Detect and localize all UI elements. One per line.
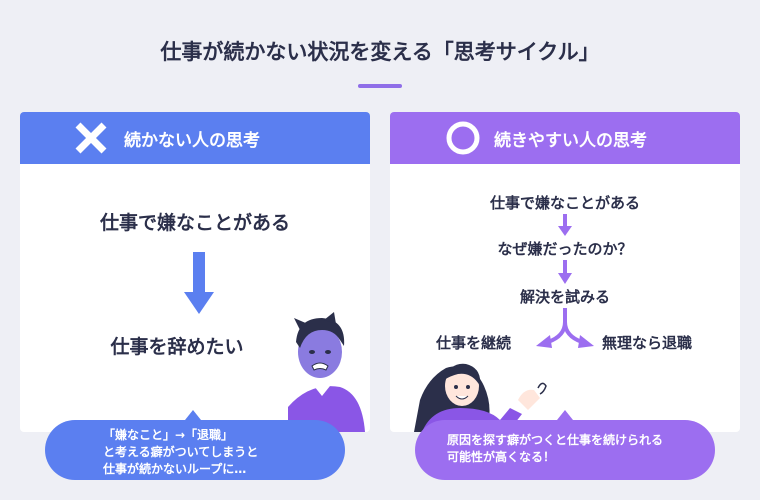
right-bubble-tail: [557, 410, 573, 420]
page-title: 仕事が続かない状況を変える「思考サイクル」: [160, 40, 600, 64]
right-panel-header: 続きやすい人の思考: [390, 112, 740, 164]
left-bubble-line-1: 「嫌なこと」→「退職」: [103, 428, 234, 442]
down-arrow-icon: [184, 252, 214, 314]
left-bubble-tail: [185, 410, 201, 420]
cross-icon: [75, 122, 107, 154]
left-bubble-line-3: 仕事が続かないループに…: [103, 462, 247, 476]
left-speech-bubble: 「嫌なこと」→「退職」 と考える癖がついてしまうと 仕事が続かないループに…: [45, 410, 345, 480]
left-panel-header: 続かない人の思考: [20, 112, 370, 164]
branch-arrow-icon: [536, 308, 594, 348]
stressed-man-illustration: [288, 312, 365, 432]
circle-icon: [446, 121, 480, 155]
left-step-1: 仕事で嫌なことがある: [99, 212, 290, 234]
down-arrow-icon: [558, 260, 572, 284]
right-step-1: 仕事で嫌なことがある: [489, 194, 640, 212]
right-step-2: なぜ嫌だったのか？: [497, 240, 633, 258]
left-step-2: 仕事を辞めたい: [110, 336, 244, 358]
left-header-label: 続かない人の思考: [124, 130, 260, 151]
right-panel: 続きやすい人の思考 仕事で嫌なことがある なぜ嫌だったのか？ 解決を試みる 仕事…: [390, 112, 740, 432]
right-branch-left: 仕事を継続: [436, 334, 512, 352]
left-bubble-line-2: と考える癖がついてしまうと: [103, 445, 259, 459]
right-bubble-line-1: 原因を探す癖がつくと仕事を続けられる: [447, 433, 664, 447]
left-panel: 続かない人の思考 仕事で嫌なことがある 仕事を辞めたい: [20, 112, 370, 432]
right-bubble-line-2: 可能性が高くなる！: [447, 450, 556, 464]
right-branch-right: 無理なら退職: [602, 334, 693, 352]
right-speech-bubble: 原因を探す癖がつくと仕事を続けられる 可能性が高くなる！: [415, 410, 715, 480]
right-header-label: 続きやすい人の思考: [494, 130, 647, 151]
down-arrow-icon: [558, 214, 572, 236]
title-underline: [358, 84, 402, 88]
right-step-3: 解決を試みる: [519, 288, 610, 306]
